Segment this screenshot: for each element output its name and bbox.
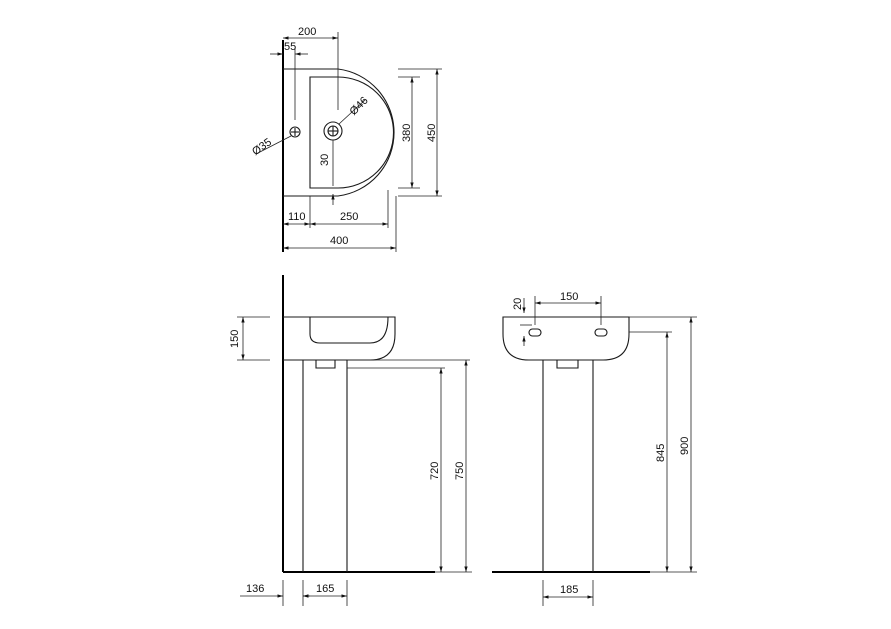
tap-hole: [289, 126, 301, 138]
side-view: 150 720 750 136 165: [229, 275, 472, 606]
side-dim-150-label: 150: [229, 330, 241, 348]
front-dim-20-label: 20: [512, 298, 524, 310]
side-dim-136-label: 136: [246, 583, 264, 595]
side-trap: [315, 360, 336, 369]
dim-30-label: 30: [319, 154, 331, 166]
dim-55-label: 55: [284, 41, 296, 53]
dim-phi46-label: Ø46: [348, 95, 371, 118]
front-dim-845-label: 845: [655, 444, 667, 462]
plan-view: 200 55 Ø46 Ø35 30 380 450 110 250: [250, 26, 442, 252]
dim-380-label: 380: [401, 124, 413, 142]
front-view: 20 150 845 900 185: [492, 291, 697, 606]
side-dim-750-label: 750: [454, 462, 466, 480]
front-dim-150-label: 150: [560, 291, 578, 303]
plan-basin-bowl: [309, 76, 394, 189]
dim-450-label: 450: [426, 124, 438, 142]
side-dim-165-label: 165: [316, 583, 334, 595]
front-tap-hole-right: [594, 328, 608, 337]
front-trap: [556, 360, 579, 369]
side-dim-720-label: 720: [429, 462, 441, 480]
dim-250-label: 250: [340, 211, 358, 223]
front-basin-outline: [502, 316, 630, 361]
front-dim-185-label: 185: [560, 584, 578, 596]
side-basin-profile: [283, 316, 396, 361]
dim-110-label: 110: [288, 211, 306, 223]
dim-phi35-label: Ø35: [250, 136, 274, 158]
dim-400-label: 400: [330, 235, 348, 247]
dim-200-label: 200: [298, 26, 316, 38]
front-dim-900-label: 900: [679, 437, 691, 455]
front-tap-hole-left: [528, 328, 542, 337]
side-basin-bowl: [309, 316, 389, 344]
